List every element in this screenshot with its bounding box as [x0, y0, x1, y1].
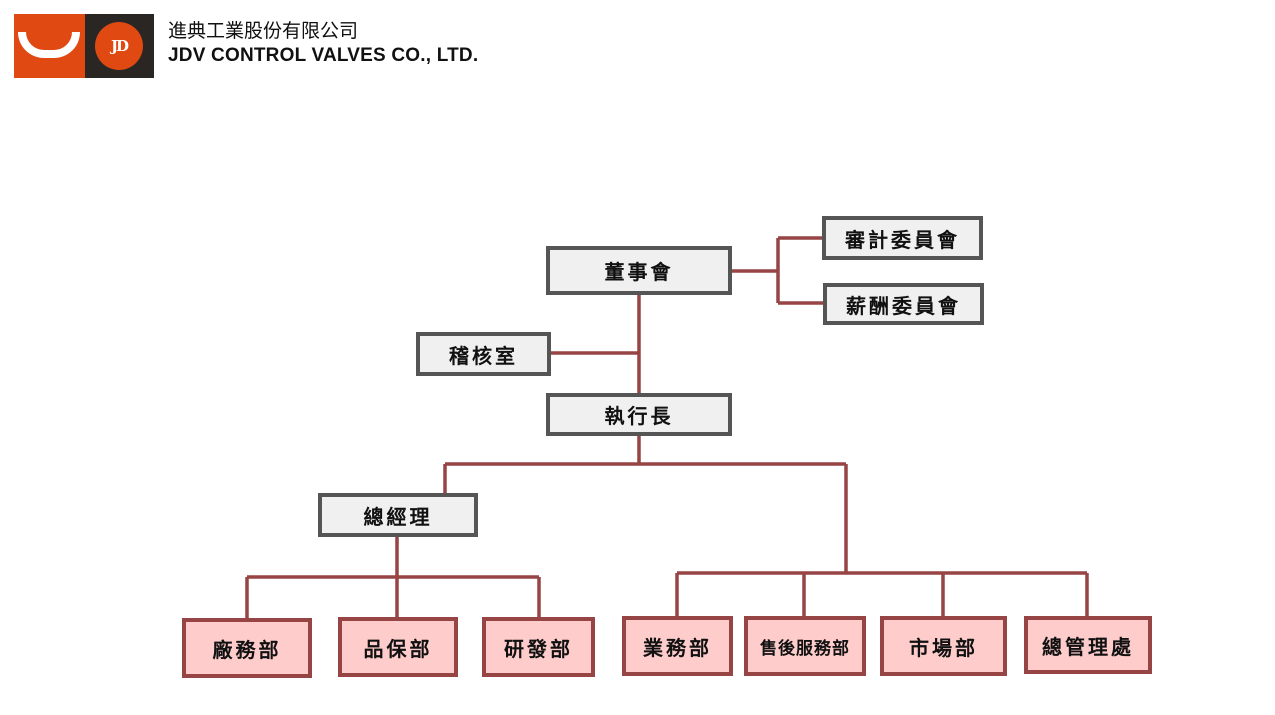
box-dept-after-sales: 售後服務部 — [744, 616, 866, 676]
logo-badge-panel: JD — [85, 14, 154, 78]
box-dept-rnd: 研發部 — [482, 617, 595, 677]
box-dept-qa: 品保部 — [338, 617, 458, 677]
connector-ceo-depts — [675, 571, 1089, 617]
box-audit-office: 稽核室 — [416, 332, 551, 376]
box-board: 董事會 — [546, 246, 732, 295]
box-dept-admin: 總管理處 — [1024, 616, 1152, 674]
box-dept-marketing: 市場部 — [880, 616, 1007, 676]
box-dept-factory: 廠務部 — [182, 618, 312, 678]
company-name: 進典工業股份有限公司 JDV CONTROL VALVES CO., LTD. — [168, 20, 478, 68]
box-audit-committee: 審計委員會 — [822, 216, 983, 260]
connector-ceo-branch — [443, 434, 848, 573]
company-logo: JD — [14, 14, 154, 78]
smile-icon — [18, 32, 80, 58]
box-general-manager: 總經理 — [318, 493, 478, 537]
company-name-en: JDV CONTROL VALVES CO., LTD. — [168, 45, 479, 66]
jdv-badge-icon: JD — [95, 22, 143, 70]
company-name-zh: 進典工業股份有限公司 — [168, 21, 359, 42]
box-remuneration-committee: 薪酬委員會 — [823, 283, 984, 325]
box-dept-sales: 業務部 — [622, 616, 733, 676]
logo-smile-panel — [14, 14, 85, 78]
connector-board-committees — [731, 236, 824, 305]
box-ceo: 執行長 — [546, 393, 732, 436]
connector-gm-depts — [245, 535, 541, 620]
